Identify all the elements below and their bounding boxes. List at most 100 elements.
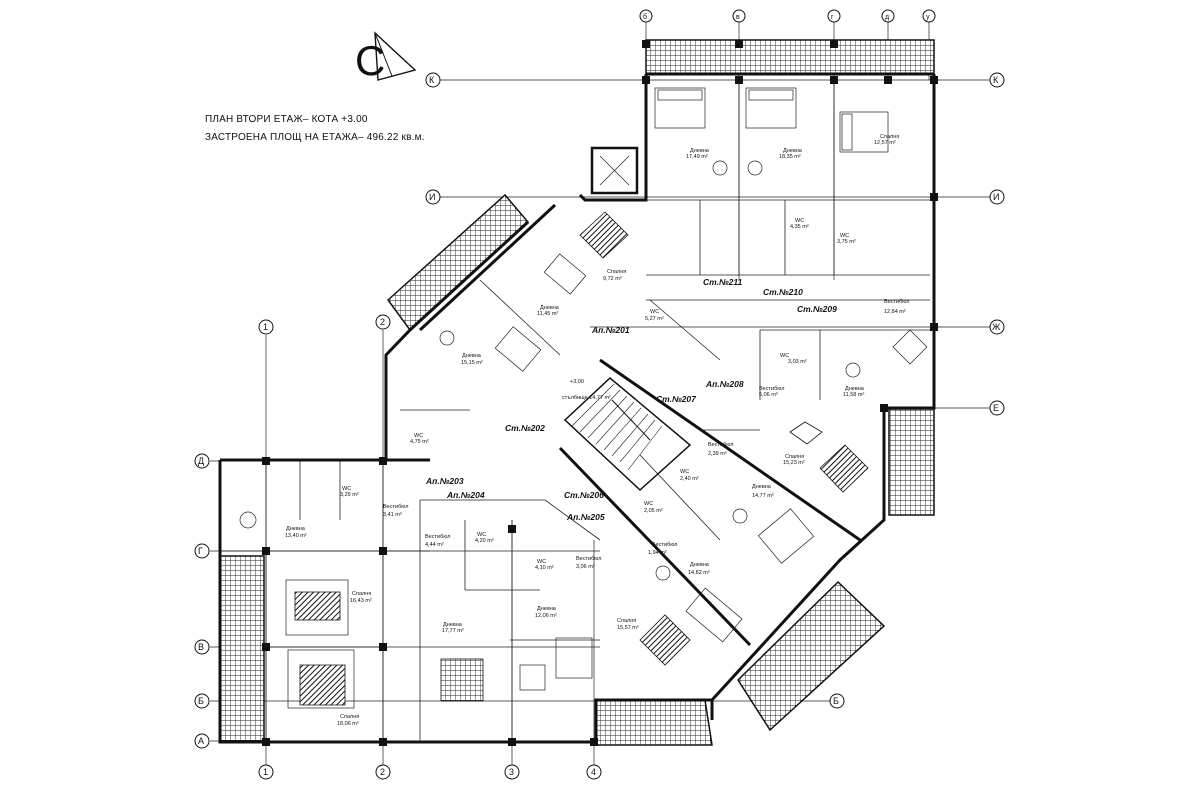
room-name: Вестибюл — [759, 386, 784, 392]
room-name: Дневна — [286, 526, 306, 532]
room-labels: Дневна 17,49 m² Дневна 18,35 m² Спалня 1… — [285, 134, 909, 727]
room-area: 2,40 m² — [680, 476, 699, 482]
room-name: Дневна — [540, 305, 560, 311]
room-name: Вестибюл — [383, 504, 408, 510]
furniture — [239, 87, 928, 709]
balconies — [219, 39, 935, 746]
room-area: 14,77 m² — [752, 493, 774, 499]
room-name: WC — [795, 218, 804, 224]
room-area: 17,49 m² — [686, 154, 708, 160]
apartment-label-203: Ап.№203 — [425, 476, 464, 486]
room-area: 18,35 m² — [779, 154, 801, 160]
plan-title: ПЛАН ВТОРИ ЕТАЖ– КОТА +3.00 — [205, 114, 368, 125]
stair-level: +3,00 — [570, 379, 584, 385]
room-area: 1,94 m² — [648, 550, 667, 556]
room-area: 13,40 m² — [285, 533, 307, 539]
room-name: Вестибюл — [576, 556, 601, 562]
room-area: 3,06 m² — [576, 564, 595, 570]
room-name: WC — [840, 233, 849, 239]
svg-text:С: С — [355, 37, 385, 84]
studio-label-209: Ст.№209 — [797, 304, 837, 314]
room-name: Дневна — [537, 606, 557, 612]
room-area: 5,27 m² — [645, 316, 664, 322]
room-area: 11,45 m² — [537, 311, 558, 317]
room-name: WC — [780, 353, 789, 359]
room-area: 18,06 m² — [337, 721, 359, 727]
axis-label-1-bottom: 1 — [263, 767, 268, 777]
axis-label-4: 4 — [591, 767, 596, 777]
room-name: Дневна — [783, 148, 803, 154]
room-area: 2,39 m² — [708, 451, 727, 457]
room-name: Спалня — [880, 134, 899, 140]
room-name: Вестибюл — [652, 542, 677, 548]
axis-label-3: 3 — [509, 767, 514, 777]
room-area: 14,82 m² — [688, 570, 710, 576]
studio-label-210: Ст.№210 — [763, 287, 803, 297]
room-name: WC — [414, 433, 423, 439]
axis-label-e: Е — [993, 403, 999, 413]
axis-label-k-left: К — [429, 75, 435, 85]
axis-label-i-left: И — [429, 192, 435, 202]
room-name: Вестибюл — [425, 534, 450, 540]
axis-label-d: Д — [198, 456, 204, 466]
room-name: Вестибюл — [884, 299, 909, 305]
axis-label-2-bottom: 2 — [380, 767, 385, 777]
room-name: Дневна — [845, 386, 865, 392]
room-area: 12,06 m² — [535, 613, 557, 619]
axis-label-1-top: 1 — [263, 322, 268, 332]
room-name: Спалня — [785, 454, 804, 460]
room-area: 16,43 m² — [350, 598, 372, 604]
room-area: 4,20 m² — [475, 538, 494, 544]
room-name: WC — [650, 309, 659, 315]
structural-columns — [262, 40, 938, 746]
studio-label-206: Ст.№206 — [564, 490, 604, 500]
axis-label-i-right: И — [993, 192, 999, 202]
axis-label-v: В — [198, 642, 204, 652]
room-name: WC — [644, 501, 653, 507]
room-name: Дневна — [462, 353, 482, 359]
axis-label-top-d: д — [885, 14, 889, 21]
room-name: Дневна — [443, 622, 463, 628]
horizontal-grid-axes — [210, 79, 990, 742]
studio-label-211: Ст.№211 — [703, 277, 743, 287]
axis-label-top-b: б — [643, 13, 647, 21]
room-area: 3,75 m² — [837, 239, 856, 245]
room-area: 4,44 m² — [425, 542, 444, 548]
room-name: Спалня — [352, 591, 371, 597]
axis-label-k-right: К — [993, 75, 999, 85]
axis-label-b-right: Б — [833, 696, 839, 706]
room-name: Спалня — [607, 269, 626, 275]
apartment-label-205: Ап.№205 — [566, 512, 605, 522]
room-name: WC — [342, 486, 351, 492]
axis-label-top-g: г — [831, 14, 834, 21]
room-area: 12,57 m² — [874, 140, 896, 146]
room-area: 12,84 m² — [884, 309, 906, 315]
axis-label-top-u: у — [926, 14, 930, 21]
room-name: WC — [537, 559, 546, 565]
room-name: Дневна — [690, 562, 710, 568]
room-area: 3,03 m² — [788, 359, 807, 365]
room-area: 11,58 m² — [843, 392, 864, 398]
built-area-note: ЗАСТРОЕНА ПЛОЩ НА ЕТАЖА– 496.22 кв.м. — [205, 132, 425, 143]
room-name: Спалня — [340, 714, 359, 720]
room-name: Вестибюл — [708, 442, 733, 448]
axis-bubbles: К К И И Ж Е Д Г В Б Б А — [194, 72, 1005, 749]
axis-number-bubbles: 1 1 2 2 3 4 б в г д у — [258, 9, 936, 780]
axis-label-b-left: Б — [198, 696, 204, 706]
exterior-walls — [218, 72, 936, 744]
room-area: 3,29 m² — [340, 492, 359, 498]
room-name: WC — [477, 532, 486, 538]
stair-area: стълбище 14,77 m² — [562, 395, 611, 401]
axis-label-g: Г — [198, 546, 203, 556]
room-area: 5,06 m² — [759, 392, 778, 398]
room-name: Спалня — [617, 618, 636, 624]
room-area: 15,57 m² — [617, 625, 639, 631]
apartment-label-201: Ап.№201 — [591, 325, 630, 335]
room-area: 17,77 m² — [442, 628, 464, 634]
staircase — [563, 376, 692, 492]
north-arrow-icon: С — [355, 31, 417, 84]
axis-label-zh: Ж — [992, 322, 1001, 332]
apartment-labels: Ап.№201 Ап.№203 Ап.№204 Ап.№205 Ап.№208 … — [425, 277, 837, 522]
room-name: Дневна — [752, 484, 772, 490]
